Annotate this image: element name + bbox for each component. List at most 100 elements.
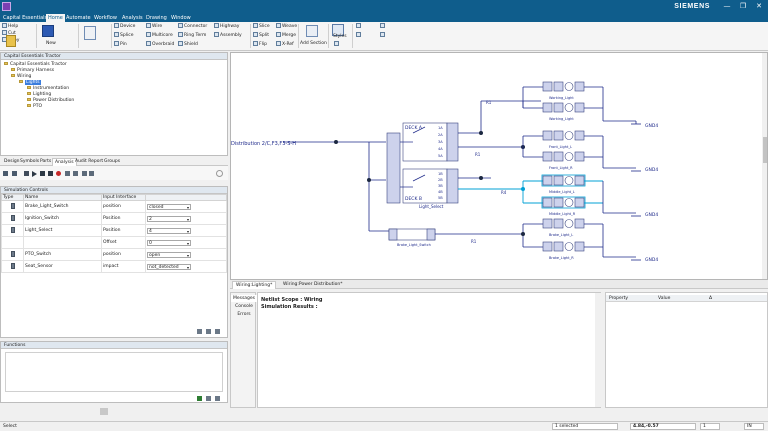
- tab-analysis-panel[interactable]: Analysis: [52, 158, 77, 166]
- value-select[interactable]: closed▾: [147, 203, 191, 210]
- x-ref-button[interactable]: X-Ref: [276, 41, 294, 48]
- draw-button[interactable]: [356, 32, 362, 39]
- split-button[interactable]: Split: [253, 32, 269, 39]
- tab-drawing[interactable]: Drawing: [146, 15, 167, 21]
- tree-item-root[interactable]: Capital Essentials Tractor: [4, 62, 67, 67]
- pin-button[interactable]: Pin: [114, 41, 127, 48]
- merge-button[interactable]: Merge: [276, 32, 296, 39]
- grid-view-icon[interactable]: [89, 171, 94, 176]
- table-row[interactable]: Light_Select Position 4▾: [1, 224, 227, 237]
- styles-icon[interactable]: [332, 24, 344, 36]
- tab-audit-report[interactable]: Audit Report: [75, 159, 104, 164]
- tab-window[interactable]: Window: [171, 15, 191, 21]
- scrollbar-thumb[interactable]: [763, 137, 768, 163]
- value-select[interactable]: not_detected▾: [147, 263, 191, 270]
- tree-item-lights[interactable]: Lights: [19, 80, 41, 85]
- tab-design[interactable]: Design: [4, 159, 20, 164]
- splice-button[interactable]: Splice: [114, 32, 133, 39]
- lamp-working-light[interactable]: [542, 102, 585, 113]
- assembly-button[interactable]: Assembly: [214, 32, 242, 39]
- table-view-icon[interactable]: [82, 171, 87, 176]
- lamp-brake-light-r[interactable]: [542, 241, 585, 252]
- weave-button[interactable]: Weave: [276, 23, 297, 30]
- tree-item-wiring[interactable]: Wiring: [11, 74, 31, 79]
- play-icon[interactable]: [32, 171, 37, 177]
- tab-errors[interactable]: Errors: [237, 312, 251, 317]
- output-scrollbar[interactable]: [595, 293, 601, 407]
- table-row[interactable]: Ignition_Switch Position 2▾: [1, 212, 227, 225]
- lamp-middle-light-l[interactable]: [542, 175, 585, 186]
- tab-messages[interactable]: Messages: [231, 295, 257, 302]
- tab-groups[interactable]: Groups: [104, 159, 121, 164]
- delete-function-icon[interactable]: [215, 396, 220, 401]
- delete-control-icon[interactable]: [215, 329, 220, 334]
- new-sheet-icon[interactable]: [42, 25, 54, 37]
- value-select[interactable]: 0▾: [147, 239, 191, 246]
- step-back-icon[interactable]: [24, 171, 29, 176]
- tab-analysis[interactable]: Analysis: [122, 15, 143, 21]
- shield-button[interactable]: Shield: [178, 41, 198, 48]
- overbraid-button[interactable]: Overbraid: [146, 41, 174, 48]
- view-button[interactable]: [380, 23, 386, 30]
- device-button[interactable]: Device: [114, 23, 135, 30]
- add-function-icon[interactable]: [197, 396, 202, 401]
- doc-tab-lighting[interactable]: Wiring:Lighting*: [232, 281, 277, 289]
- close-button[interactable]: ✕: [756, 2, 762, 10]
- lamp-working-light[interactable]: [542, 81, 585, 92]
- tab-workflow[interactable]: Workflow: [94, 15, 117, 21]
- canvas-vertical-scrollbar[interactable]: [762, 53, 768, 280]
- value-select[interactable]: open▾: [147, 251, 191, 258]
- pause-icon[interactable]: [40, 171, 45, 176]
- reset-icon[interactable]: [73, 171, 78, 176]
- output-nets[interactable]: R1 R1 R4 R1: [458, 100, 541, 244]
- help-button[interactable]: Help: [2, 23, 18, 30]
- stop-icon[interactable]: [48, 171, 53, 176]
- tab-parts[interactable]: Parts: [40, 159, 52, 164]
- paste-icon[interactable]: [6, 35, 16, 47]
- pen-button[interactable]: [334, 41, 340, 48]
- help-circle-icon[interactable]: [216, 170, 223, 177]
- ring-term-button[interactable]: Ring Term: [178, 32, 206, 39]
- lamp-front-light-r[interactable]: [542, 151, 585, 162]
- scroll-handle[interactable]: [100, 408, 108, 415]
- wire-button[interactable]: Wire: [146, 23, 162, 30]
- zoom-level[interactable]: 1: [700, 423, 720, 430]
- export-icon[interactable]: [65, 171, 70, 176]
- schematic-canvas[interactable]: Distribution 2/C,F3,F3-S-H DECK A DECK B…: [230, 52, 768, 280]
- functions-list[interactable]: [5, 352, 223, 392]
- cut-button[interactable]: Cut: [2, 30, 16, 37]
- wiring-schematic[interactable]: Distribution 2/C,F3,F3-S-H DECK A DECK B…: [231, 53, 768, 280]
- table-row[interactable]: Offset 0▾: [1, 236, 227, 249]
- slice-button[interactable]: Slice: [253, 23, 270, 30]
- lamp-brake-light-l[interactable]: [542, 218, 585, 229]
- light-select-switch[interactable]: DECK A DECK B 1A 2A 3A 4A 5A 1B 2B 3B 4B…: [386, 122, 459, 209]
- table-row[interactable]: Seat_Sensor impact not_detected▾: [1, 260, 227, 273]
- value-select[interactable]: 4▾: [147, 227, 191, 234]
- connector-button[interactable]: Connector: [178, 23, 207, 30]
- tab-capital-essentials[interactable]: Capital Essentials: [3, 15, 48, 21]
- lamp-middle-light-r[interactable]: [542, 197, 585, 208]
- input-net[interactable]: Distribution 2/C,F3,F3-S-H: [231, 140, 389, 232]
- tree-item-lighting[interactable]: Lighting: [27, 92, 51, 97]
- minimize-button[interactable]: —: [723, 2, 731, 10]
- record-icon[interactable]: [56, 171, 61, 176]
- tree-item-power-distribution[interactable]: Power Distribution: [27, 98, 74, 103]
- table-row[interactable]: PTO_Switch position open▾: [1, 248, 227, 261]
- tree-item-instrumentation[interactable]: Instrumentation: [27, 86, 69, 91]
- brake-light-branch[interactable]: Brake_Light_Switch Brake_Light_L Brake_L…: [388, 218, 658, 263]
- tree-item-primary-harness[interactable]: Primary Harness: [11, 68, 54, 73]
- add-section-icon[interactable]: [306, 25, 318, 37]
- flip-button[interactable]: Flip: [253, 41, 267, 48]
- table-row[interactable]: Brake_Light_Switch position closed▾: [1, 200, 227, 213]
- tab-symbols[interactable]: Symbols: [20, 159, 40, 164]
- edit-function-icon[interactable]: [206, 396, 211, 401]
- format-icon[interactable]: [84, 26, 96, 40]
- front-light-branch[interactable]: Front_Light_L Front_Light_R GND4: [522, 130, 658, 173]
- tab-automate[interactable]: Automate: [66, 15, 91, 21]
- middle-light-branch[interactable]: Middle_Light_L Middle_Light_R GND4: [522, 174, 658, 218]
- multicore-button[interactable]: Multicore: [146, 32, 173, 39]
- tab-home[interactable]: Home: [46, 14, 65, 22]
- tree-item-pto[interactable]: PTO: [27, 104, 42, 109]
- edit-control-icon[interactable]: [206, 329, 211, 334]
- highway-button[interactable]: Highway: [214, 23, 239, 30]
